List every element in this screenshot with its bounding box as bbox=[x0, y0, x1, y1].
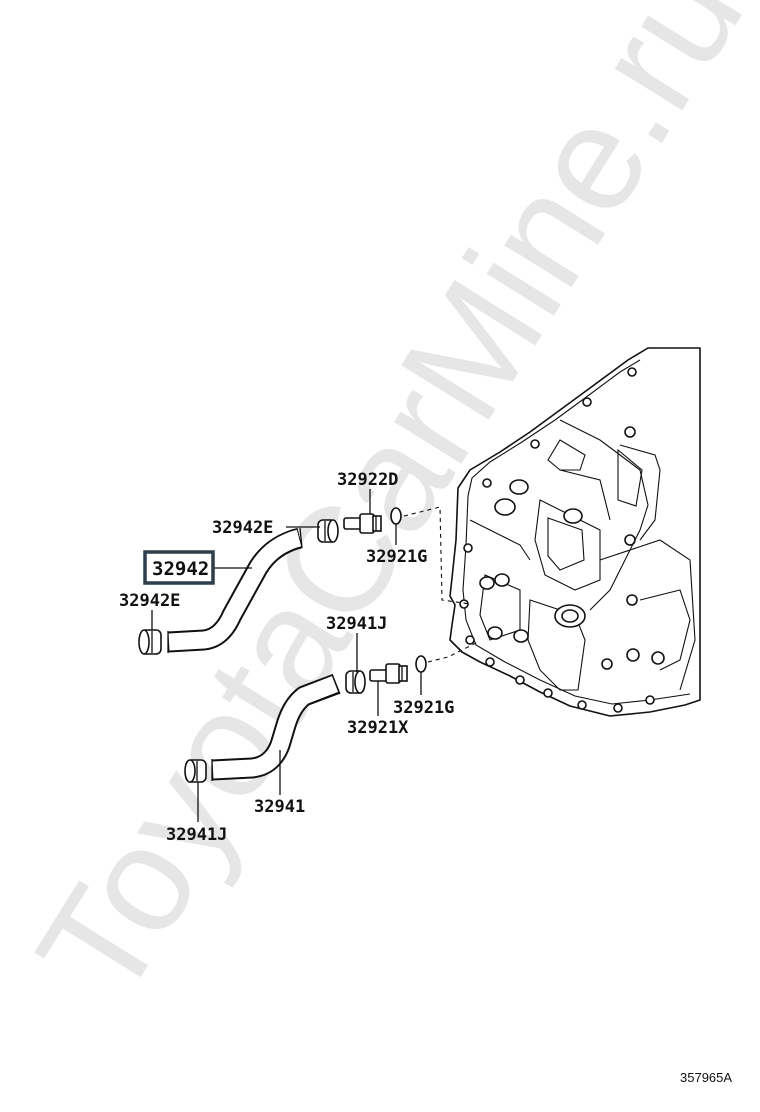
union-32921x bbox=[369, 663, 408, 684]
gasket-32921g-bottom bbox=[415, 655, 427, 673]
callout-32941j-top[interactable]: 32941J bbox=[326, 614, 387, 634]
callout-32921g-bottom[interactable]: 32921G bbox=[393, 698, 454, 718]
diagram-id: 357965A bbox=[680, 1070, 732, 1085]
callout-32921x[interactable]: 32921X bbox=[347, 718, 409, 738]
callout-32941j-bottom[interactable]: 32941J bbox=[166, 825, 227, 845]
hose-32942 bbox=[167, 527, 303, 653]
leader-lines bbox=[151, 489, 422, 822]
transmission-housing bbox=[449, 347, 701, 717]
callout-32942[interactable]: 32942 bbox=[152, 558, 209, 580]
callout-32922d[interactable]: 32922D bbox=[337, 470, 398, 490]
callout-32942e-top[interactable]: 32942E bbox=[212, 518, 273, 538]
clamp-32941j-top bbox=[345, 670, 366, 694]
clamp-32942e-top bbox=[317, 519, 339, 543]
clamp-32942e-bottom bbox=[138, 629, 162, 655]
guide-lines bbox=[403, 506, 479, 663]
gasket-32921g-top bbox=[390, 507, 402, 525]
clamp-32941j-bottom bbox=[184, 759, 207, 783]
hose-32941 bbox=[211, 673, 341, 781]
union-32922d bbox=[343, 513, 382, 534]
callout-32941[interactable]: 32941 bbox=[254, 797, 305, 817]
callout-32921g-top[interactable]: 32921G bbox=[366, 547, 427, 567]
callout-32942e-bottom[interactable]: 32942E bbox=[119, 591, 180, 611]
callout-32942-highlight-box bbox=[143, 550, 215, 585]
